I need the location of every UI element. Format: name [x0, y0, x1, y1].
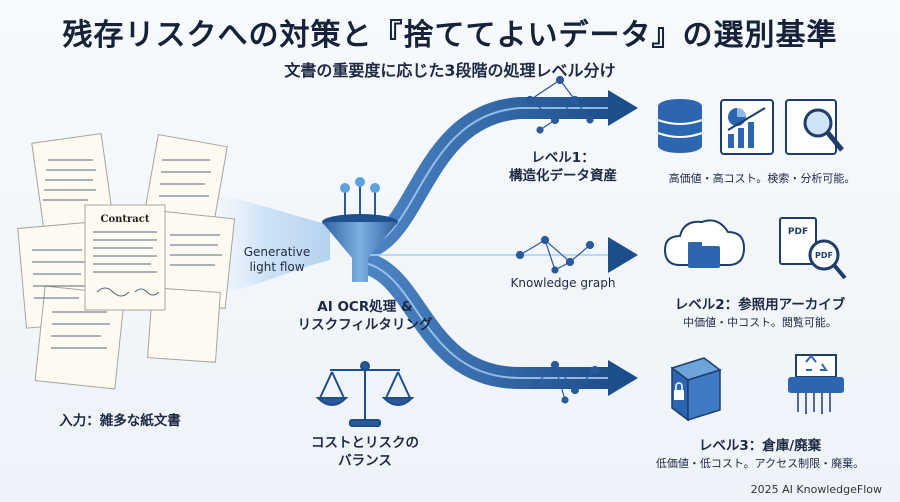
generative-label-line1: Generative	[243, 245, 311, 259]
level2-title: レベル2：参照用アーカイブ	[674, 297, 846, 313]
arrowhead-level3	[608, 360, 638, 396]
level1-title-line2: 構造化データ資産	[509, 167, 617, 184]
svg-text:PDF: PDF	[815, 251, 833, 260]
funnel-icon	[322, 177, 398, 282]
knowledge-graph-network	[515, 75, 600, 404]
balance-label-line2: バランス	[338, 453, 392, 470]
locked-box-icon	[670, 357, 722, 422]
level1-title-line1: レベル1：	[531, 150, 595, 166]
contract-heading: Contract	[101, 214, 150, 225]
pdf-document-icon: PDF PDF	[779, 217, 847, 280]
ocr-process-label: AI OCR処理 & リスクフィルタリング	[290, 298, 440, 334]
arrowhead-level1	[608, 90, 638, 126]
knowledge-graph-label: Knowledge graph	[510, 276, 616, 290]
balance-label-line1: コストとリスクの	[311, 435, 419, 451]
level1-title: レベル1： 構造化データ資産	[503, 150, 623, 185]
shredder-recycle-icon	[788, 354, 844, 414]
svg-text:PDF: PDF	[788, 227, 808, 237]
level3-title: レベル3：倉庫/廃棄	[698, 438, 822, 454]
cloud-folder-icon	[663, 219, 746, 268]
level2-description: 中価値・中コスト。閲覧可能。	[683, 316, 837, 329]
page-subtitle: 文書の重要度に応じた3段階の処理レベル分け	[284, 61, 616, 80]
flow-streams	[357, 90, 638, 396]
generative-label-line2: light flow	[249, 260, 305, 274]
page-title: 残存リスクへの対策と『捨ててよいデータ』の選別基準	[62, 18, 838, 53]
search-magnifier-icon	[785, 99, 844, 155]
level3-description: 低価値・低コスト。アクセス制限・廃棄。	[655, 457, 865, 470]
input-label: 入力：雑多な紙文書	[59, 413, 181, 429]
level1-description: 高価値・高コスト。検索・分析可能。	[668, 172, 856, 185]
generative-flow-label: Generative light flow	[242, 245, 312, 275]
process-label-line1: AI OCR処理 &	[317, 299, 413, 315]
arrowhead-level2	[608, 237, 638, 273]
footer-credit: 2025 AI KnowledgeFlow	[750, 483, 882, 496]
paper-documents-pile: Contract	[17, 133, 236, 390]
process-label-line2: リスクフィルタリング	[297, 317, 433, 334]
database-icon	[657, 99, 703, 153]
analytics-dashboard-icon	[720, 99, 774, 155]
balance-label: コストとリスクの バランス	[295, 434, 435, 470]
balance-scale-icon	[315, 361, 415, 427]
